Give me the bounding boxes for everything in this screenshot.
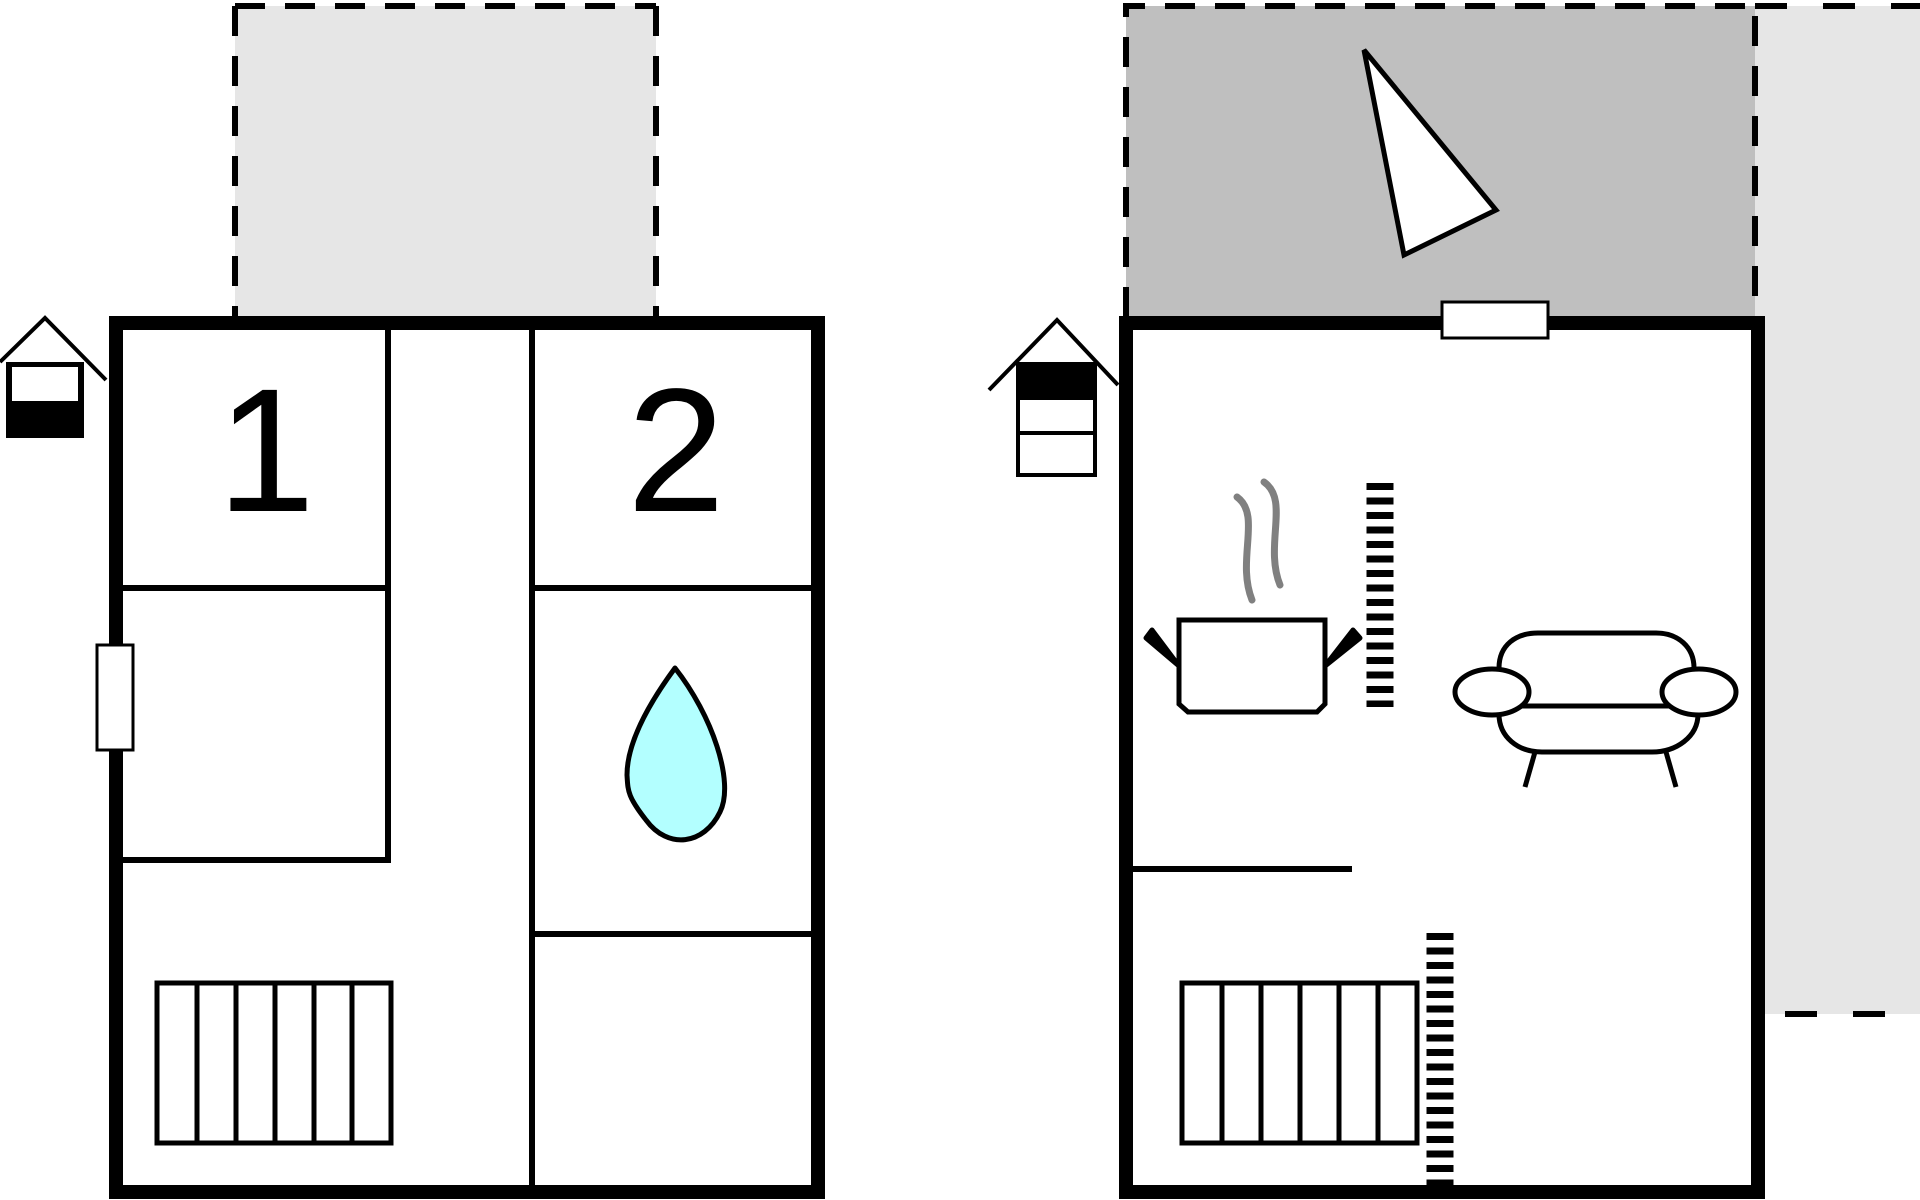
staircase-icon bbox=[1179, 980, 1420, 1146]
hallway bbox=[116, 585, 391, 863]
staircase-icon bbox=[154, 980, 394, 1146]
floor-level-icon bbox=[987, 317, 1120, 477]
door-icon bbox=[1440, 300, 1550, 340]
terrace-area bbox=[232, 3, 659, 317]
ground-floor-plan: 1 2 bbox=[0, 3, 825, 1199]
terrace-light bbox=[1755, 3, 1920, 1017]
room-1: 1 bbox=[113, 320, 391, 591]
outer-wall-ground bbox=[109, 316, 825, 1199]
door-icon bbox=[95, 643, 135, 752]
water-drop-icon bbox=[624, 665, 728, 843]
compass-north-icon bbox=[1361, 48, 1500, 259]
floor-level-icon bbox=[0, 315, 108, 438]
sofa-icon bbox=[1452, 630, 1739, 788]
first-floor-plan bbox=[987, 3, 1920, 1199]
room-1-label: 1 bbox=[217, 353, 315, 549]
kitchen-pot-icon bbox=[1143, 478, 1363, 715]
room-2: 2 bbox=[529, 323, 812, 591]
room-2-label: 2 bbox=[627, 353, 725, 549]
bathroom bbox=[529, 588, 812, 937]
